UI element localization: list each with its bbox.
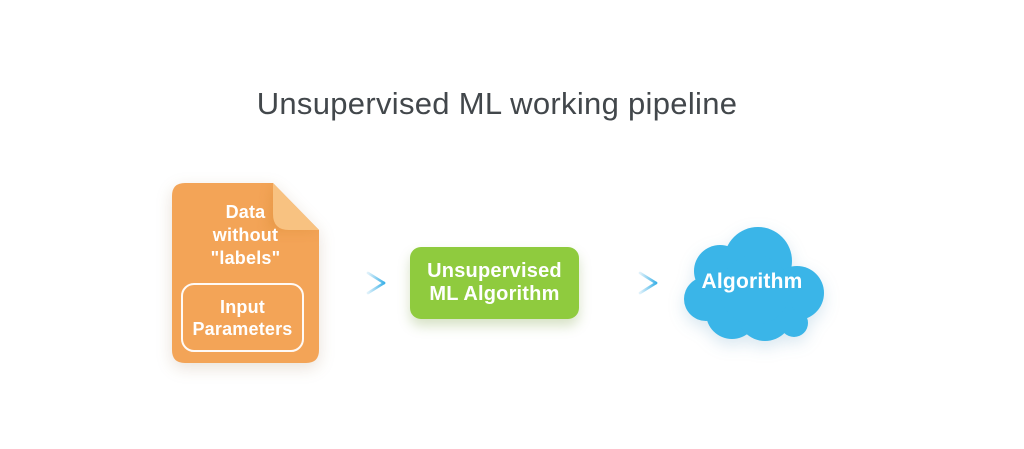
arrow-right-icon	[320, 271, 386, 295]
document-label: Data without "labels"	[172, 201, 319, 270]
page-title: Unsupervised ML working pipeline	[256, 86, 738, 121]
document-label-line: without	[212, 225, 279, 245]
arrow-right-icon	[592, 271, 658, 295]
input-box-label-line: Input	[220, 296, 265, 317]
document-icon	[172, 183, 319, 363]
process-node: Unsupervised ML Algorithm	[410, 247, 579, 319]
document-label-line: Data	[225, 202, 266, 222]
cloud-icon	[684, 227, 824, 341]
process-label-line: Unsupervised	[427, 260, 562, 282]
cloud-label: Algorithm	[701, 270, 803, 293]
input-box-label-line: Parameters	[192, 318, 293, 339]
document-label-line: "labels"	[210, 248, 281, 268]
process-label-line: ML Algorithm	[429, 283, 560, 305]
input-parameters-box: Input Parameters	[181, 283, 304, 352]
